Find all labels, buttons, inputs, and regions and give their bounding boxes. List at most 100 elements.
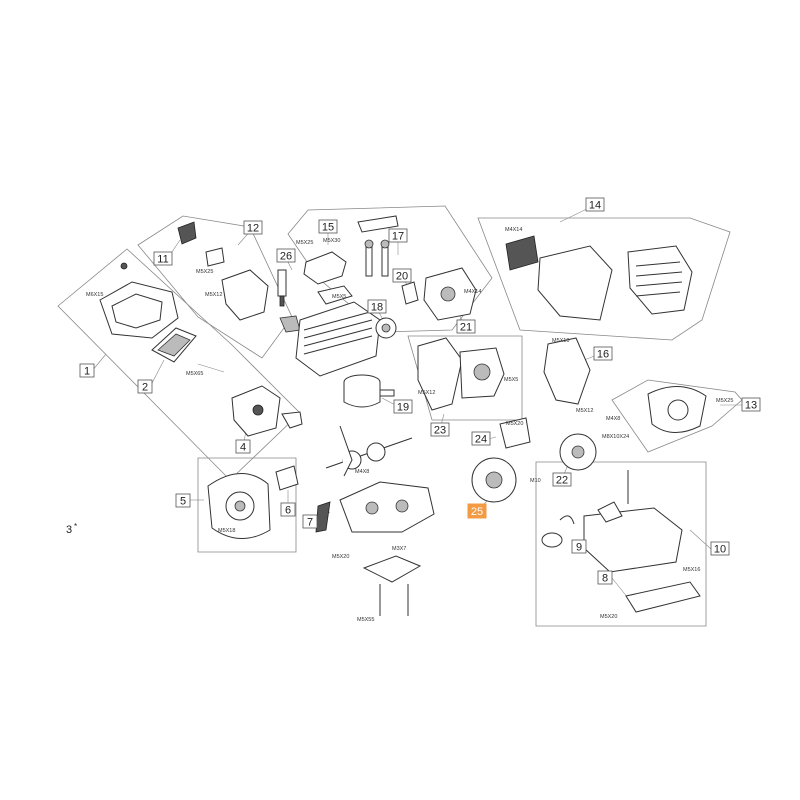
- part-valve-train[interactable]: [357, 215, 399, 277]
- callout-13[interactable]: 13: [741, 397, 761, 412]
- svg-text:*: *: [74, 522, 77, 531]
- svg-text:12: 12: [247, 223, 259, 235]
- spec-label: M5X12: [205, 292, 222, 298]
- callout-5[interactable]: 5: [175, 493, 191, 508]
- svg-text:19: 19: [397, 402, 409, 414]
- callout-12[interactable]: 12: [243, 220, 263, 235]
- spec-label: M5X12: [576, 408, 593, 414]
- svg-text:15: 15: [322, 222, 334, 234]
- fastener-labels: M6X15 M5X25 M5X12 M5X25 M5X30 M5X5 M5X65…: [86, 227, 733, 623]
- part-cylinder-head[interactable]: [401, 267, 477, 321]
- part-recoil-starter[interactable]: [207, 473, 271, 539]
- part-engine-shroud[interactable]: [505, 235, 693, 321]
- callout-17[interactable]: 17: [388, 228, 408, 243]
- spec-label: M5X55: [357, 617, 374, 623]
- part-flywheel[interactable]: [471, 417, 531, 503]
- spec-label: M4X14: [464, 289, 481, 295]
- svg-text:14: 14: [589, 200, 601, 212]
- frame-recoil-starter: [197, 457, 297, 553]
- svg-text:10: 10: [714, 544, 726, 556]
- part-crankcase[interactable]: [339, 481, 435, 533]
- callout-3[interactable]: 3 *: [66, 522, 77, 536]
- part-clutch[interactable]: [559, 433, 597, 471]
- part-primer-bracket[interactable]: [177, 221, 197, 245]
- callout-2[interactable]: 2: [137, 379, 153, 394]
- spec-label: M5X5: [504, 377, 518, 383]
- frame-carb-cover: [137, 215, 293, 359]
- callout-9[interactable]: 9: [571, 539, 587, 554]
- spec-label: M5X10: [552, 338, 569, 344]
- callout-25-highlighted[interactable]: 25: [467, 503, 487, 519]
- svg-text:13: 13: [745, 400, 757, 412]
- spec-label: M4X8: [606, 416, 620, 422]
- callout-7[interactable]: 7: [302, 514, 318, 529]
- spec-label: M5X25: [196, 269, 213, 275]
- callout-15[interactable]: 15: [318, 219, 338, 234]
- svg-text:24: 24: [475, 434, 487, 446]
- spec-label: M4X8: [355, 469, 369, 475]
- callout-8[interactable]: 8: [597, 570, 613, 585]
- svg-text:8: 8: [602, 573, 608, 585]
- part-side-cover[interactable]: [543, 337, 591, 405]
- svg-text:22: 22: [556, 475, 568, 487]
- svg-text:16: 16: [597, 349, 609, 361]
- svg-text:7: 7: [307, 517, 313, 529]
- part-filter-element[interactable]: [151, 327, 197, 363]
- part-fuel-cap[interactable]: [541, 515, 575, 548]
- spec-label: M5X20: [600, 614, 617, 620]
- svg-text:23: 23: [434, 425, 446, 437]
- svg-text:4: 4: [240, 442, 246, 454]
- svg-text:9: 9: [576, 542, 582, 554]
- spec-label: M3X7: [392, 546, 406, 552]
- callout-14[interactable]: 14: [585, 197, 605, 212]
- callout-6[interactable]: 6: [280, 502, 296, 517]
- spec-label: M5X25: [716, 398, 733, 404]
- part-starter-cover[interactable]: [647, 385, 707, 433]
- callout-11[interactable]: 11: [153, 251, 173, 266]
- part-piston[interactable]: [343, 374, 395, 408]
- part-air-filter-cover[interactable]: [99, 262, 179, 339]
- svg-text:5: 5: [180, 496, 186, 508]
- spec-label: M10: [530, 478, 541, 484]
- callout-22[interactable]: 22: [552, 472, 572, 487]
- spec-label: M6X15: [86, 292, 103, 298]
- part-carb-cover[interactable]: [205, 247, 301, 333]
- svg-text:21: 21: [460, 322, 472, 334]
- svg-text:6: 6: [285, 505, 291, 517]
- part-muffler[interactable]: [417, 337, 505, 411]
- part-fuel-tank[interactable]: [583, 470, 683, 573]
- callout-19[interactable]: 19: [393, 399, 413, 414]
- svg-text:11: 11: [157, 254, 168, 266]
- callout-1[interactable]: 1: [79, 363, 95, 378]
- spec-label: M5X25: [296, 240, 313, 246]
- part-cam-gear[interactable]: [375, 317, 397, 339]
- svg-text:26: 26: [280, 251, 292, 263]
- part-crankshaft[interactable]: [325, 425, 413, 477]
- part-cylinder[interactable]: [295, 301, 381, 377]
- callout-16[interactable]: 16: [593, 346, 613, 361]
- callout-21[interactable]: 21: [456, 319, 476, 334]
- part-oil-pan[interactable]: [362, 555, 422, 616]
- frame-shroud: [477, 217, 731, 341]
- callout-18[interactable]: 18: [367, 299, 387, 314]
- svg-text:18: 18: [371, 302, 383, 314]
- spec-label: M5X65: [186, 371, 203, 377]
- frame-fuel-tank: [535, 461, 707, 627]
- spec-label: M4X14: [505, 227, 522, 233]
- callout-4[interactable]: 4: [235, 439, 251, 454]
- callout-20[interactable]: 20: [392, 268, 412, 283]
- part-tank-bracket[interactable]: [625, 581, 701, 613]
- callout-10[interactable]: 10: [710, 541, 730, 556]
- svg-text:17: 17: [392, 231, 404, 243]
- callout-26[interactable]: 26: [276, 248, 296, 263]
- callout-23[interactable]: 23: [430, 422, 450, 437]
- part-spark-plug[interactable]: [277, 269, 287, 307]
- spec-label: M5X18: [218, 528, 235, 534]
- svg-text:3: 3: [66, 524, 72, 536]
- spec-label: M5X20: [506, 421, 523, 427]
- callout-24[interactable]: 24: [471, 431, 491, 446]
- spec-label: M8X10X24: [602, 434, 629, 440]
- part-valve-cover[interactable]: [303, 251, 353, 305]
- part-carburetor[interactable]: [197, 363, 303, 437]
